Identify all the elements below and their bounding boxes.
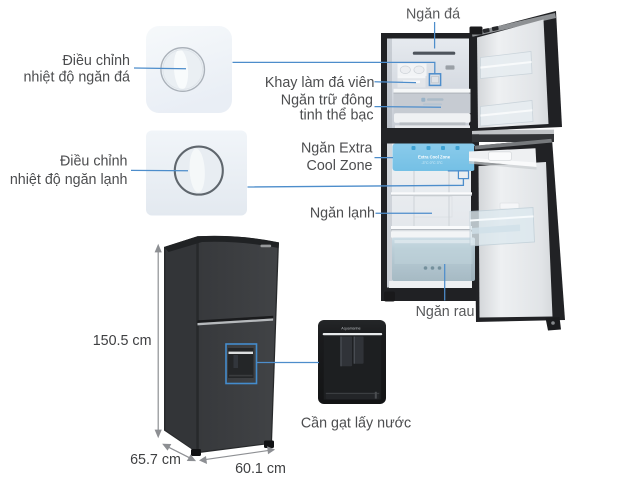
svg-text:Ngăn trữ đông: Ngăn trữ đông	[281, 93, 373, 109]
svg-text:tinh thể bạc: tinh thể bạc	[300, 108, 374, 124]
svg-text:nhiệt độ ngăn lạnh: nhiệt độ ngăn lạnh	[10, 172, 128, 188]
svg-text:Cool Zone: Cool Zone	[307, 158, 373, 174]
svg-text:65.7 cm: 65.7 cm	[130, 452, 181, 468]
svg-text:Extra Cool Zone: Extra Cool Zone	[418, 155, 451, 160]
svg-text:-3°C 0°C 3°C: -3°C 0°C 3°C	[421, 161, 443, 165]
svg-text:Ngăn lạnh: Ngăn lạnh	[310, 206, 375, 222]
svg-text:Ngăn Extra: Ngăn Extra	[301, 141, 373, 157]
svg-text:Ngăn rau: Ngăn rau	[416, 304, 475, 320]
svg-text:Ngăn đá: Ngăn đá	[406, 7, 460, 23]
svg-text:nhiệt độ ngăn đá: nhiệt độ ngăn đá	[23, 70, 130, 86]
svg-text:Điều chỉnh: Điều chỉnh	[60, 154, 128, 170]
svg-text:Cần gạt lấy nước: Cần gạt lấy nước	[301, 416, 411, 432]
svg-text:Aquamarine: Aquamarine	[341, 326, 360, 330]
svg-text:Khay làm đá viên: Khay làm đá viên	[265, 75, 375, 91]
svg-text:150.5 cm: 150.5 cm	[93, 333, 152, 349]
svg-text:60.1 cm: 60.1 cm	[235, 461, 286, 477]
svg-text:Điều chỉnh: Điều chỉnh	[62, 53, 130, 69]
